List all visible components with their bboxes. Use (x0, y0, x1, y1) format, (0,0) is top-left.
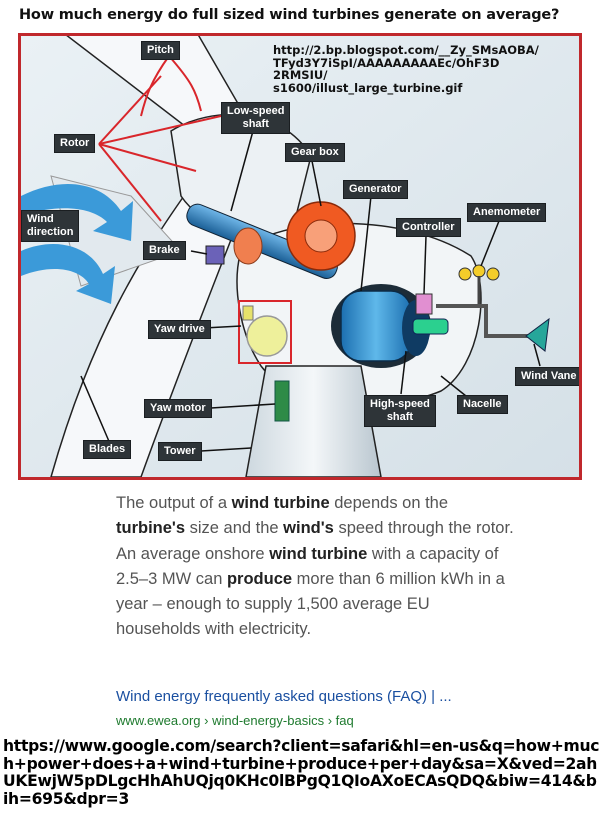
label-yaw-drive: Yaw drive (148, 320, 211, 339)
brake-block (205, 245, 225, 265)
snippet-bold-term: wind turbine (269, 544, 368, 563)
page-question: How much energy do full sized wind turbi… (19, 7, 560, 23)
result-title-link[interactable]: Wind energy frequently asked questions (… (116, 688, 452, 705)
label-nacelle: Nacelle (457, 395, 508, 414)
label-blades: Blades (83, 440, 132, 459)
tower-shape (245, 365, 382, 477)
controller-box (415, 293, 433, 315)
image-source-url: http://2.bp.blogspot.com/__Zy_SMsAOBA/ T… (273, 43, 539, 95)
snippet-text: depends on the (329, 494, 449, 512)
wind-arrow-1 (21, 184, 133, 241)
label-yaw-motor: Yaw motor (144, 399, 212, 418)
gear-box-gear (286, 201, 356, 271)
snippet-text: speed through the rotor. An average onsh… (116, 519, 514, 563)
label-pitch: Pitch (141, 41, 180, 60)
snippet-text: more than 6 million kWh in a year – enou… (116, 569, 505, 639)
yaw-motor-shape (274, 380, 290, 422)
snippet-bold-term: produce (226, 569, 293, 588)
wind-turbine-diagram: http://2.bp.blogspot.com/__Zy_SMsAOBA/ T… (18, 33, 582, 480)
snippet-bold-term: turbine's (116, 519, 186, 538)
label-wind-direction: Wind direction (21, 210, 80, 242)
label-low-speed-shaft: Low-speed shaft (221, 102, 291, 134)
brake-disc (233, 227, 263, 265)
label-generator: Generator (343, 180, 408, 199)
label-wind-vane: Wind Vane (515, 367, 579, 386)
snippet-text: size and the (185, 519, 284, 538)
snippet-text: with a capacity of 2.5–3 MW can (116, 544, 499, 588)
label-tower: Tower (158, 442, 202, 461)
label-brake: Brake (143, 241, 186, 260)
result-breadcrumb-url[interactable]: www.ewea.org › wind-energy-basics › faq (116, 713, 354, 728)
snippet-text: The output of a (116, 494, 232, 512)
yaw-drive-gear (246, 315, 288, 357)
wind-vane-shape (525, 317, 550, 352)
search-result-snippet: The output of a wind turbine depends on … (116, 491, 516, 643)
label-anemometer: Anemometer (467, 203, 547, 222)
label-rotor: Rotor (54, 134, 96, 153)
label-high-speed-shaft: High-speed shaft (364, 395, 436, 427)
wind-arrow-2 (21, 244, 115, 304)
label-gear-box: Gear box (285, 143, 345, 162)
snippet-bold-term: wind's (283, 519, 334, 538)
google-search-url: https://www.google.com/search?client=saf… (3, 737, 600, 808)
label-controller: Controller (396, 218, 461, 237)
yaw-drive-frame (238, 300, 292, 364)
snippet-bold-term: wind turbine (231, 494, 330, 512)
